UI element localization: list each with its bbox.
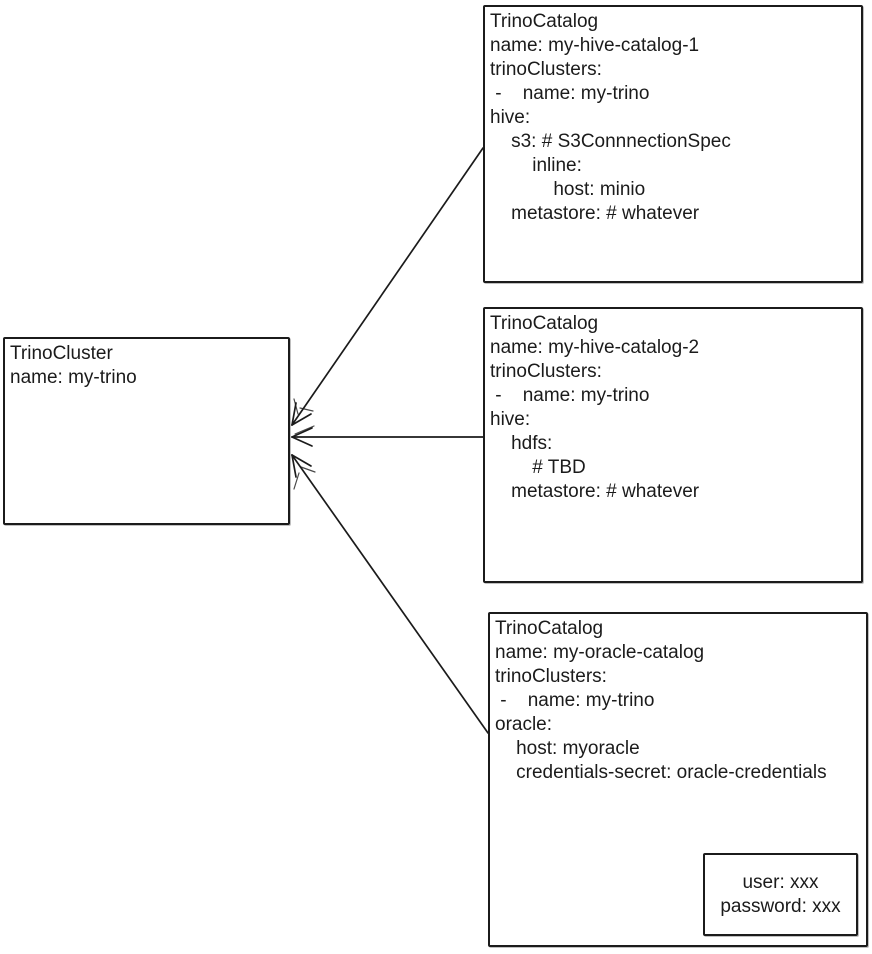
trino-catalog-node-oracle: TrinoCatalog name: my-oracle-catalog tri… xyxy=(488,612,868,947)
credentials-secret-node: user: xxx password: xxx xyxy=(703,853,858,936)
arrowhead-stroke xyxy=(291,413,312,426)
trino-cluster-node: TrinoCluster name: my-trino xyxy=(3,337,290,525)
arrowhead-stroke xyxy=(291,454,297,478)
arrowhead-stroke xyxy=(291,427,313,438)
connector-catalog1-to-cluster xyxy=(291,147,484,426)
trino-catalog-hive-1-text: TrinoCatalog name: my-hive-catalog-1 tri… xyxy=(490,11,731,224)
arrowhead-stroke xyxy=(291,436,313,447)
connector-catalog3-to-cluster xyxy=(291,454,489,734)
trino-catalog-node-hive-2: TrinoCatalog name: my-hive-catalog-2 tri… xyxy=(483,307,863,583)
trino-cluster-text: TrinoCluster name: my-trino xyxy=(10,343,137,388)
connector-catalog2-to-cluster xyxy=(291,425,484,447)
trino-catalog-node-hive-1: TrinoCatalog name: my-hive-catalog-1 tri… xyxy=(483,5,863,283)
trino-catalog-hive-2-text: TrinoCatalog name: my-hive-catalog-2 tri… xyxy=(490,313,700,502)
credentials-secret-text: user: xxx password: xxx xyxy=(720,871,841,917)
arrowhead-stroke xyxy=(291,402,297,426)
arrowhead-stroke xyxy=(291,454,312,467)
trino-catalog-oracle-text: TrinoCatalog name: my-oracle-catalog tri… xyxy=(495,618,827,783)
